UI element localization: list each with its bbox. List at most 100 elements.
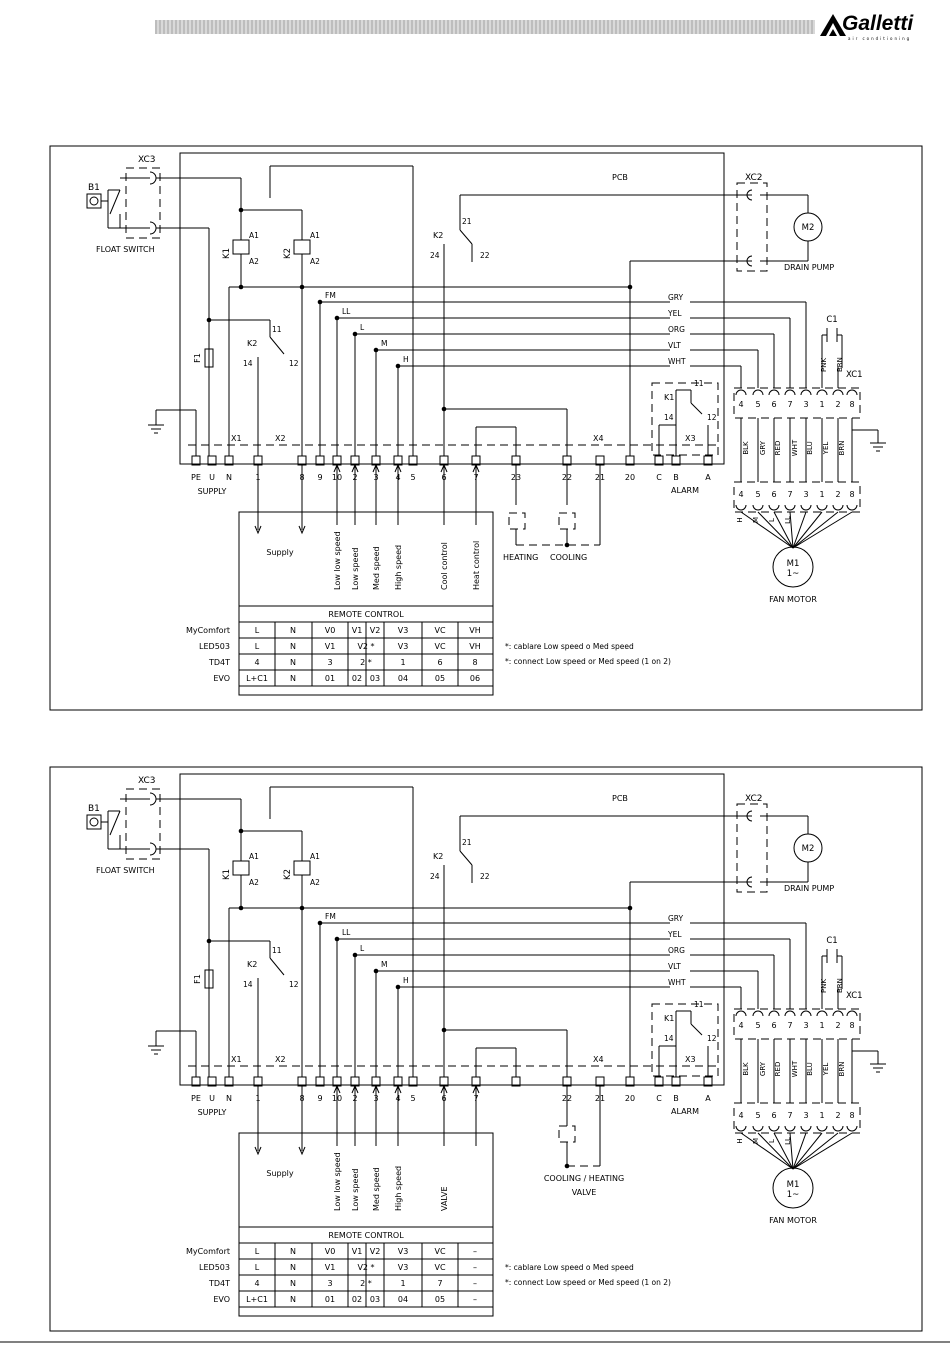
a2-label: A2 — [249, 878, 259, 887]
remote-title: REMOTE CONTROL — [328, 1231, 404, 1240]
cell: 3 — [327, 658, 332, 667]
xc1-lower-pin-5: 5 — [755, 1111, 760, 1120]
junction-dot — [564, 1163, 570, 1169]
row-TD4T: TD4T — [208, 658, 230, 667]
float-icon — [89, 817, 99, 827]
k1-coil — [232, 860, 250, 876]
xc1-socket — [735, 504, 747, 511]
xc1-lower — [733, 481, 861, 513]
xc3-pin-1 — [120, 171, 157, 185]
float-switch-label: FLOAT SWITCH — [96, 866, 155, 875]
wire-color-WHT: WHT — [668, 357, 686, 366]
note-it: *: cablare Low speed o Med speed — [505, 642, 634, 651]
motor-wire-YEL: YEL — [822, 442, 830, 456]
wire — [789, 511, 794, 549]
relay-blade — [269, 957, 285, 976]
f1-label: F1 — [193, 353, 202, 363]
cell: 01 — [325, 674, 335, 683]
xc1-lower-pin-7: 7 — [787, 1111, 792, 1120]
galletti-logo-icon — [820, 14, 846, 36]
xc1-socket — [832, 1125, 844, 1132]
xc2-connector — [736, 803, 768, 893]
xc2-label: XC2 — [745, 173, 763, 183]
junction-dot — [299, 905, 305, 911]
wire — [789, 1132, 794, 1170]
remote-col-5: Cool control — [440, 542, 449, 590]
terminal-box — [625, 455, 635, 466]
xc1-socket — [816, 1125, 828, 1132]
junction-dot — [441, 1027, 447, 1033]
xc1-lower-pin-1: 1 — [819, 1111, 824, 1120]
k2-blade — [459, 229, 473, 245]
cell: – — [473, 1247, 477, 1256]
a2-label: A2 — [310, 257, 320, 266]
wire — [792, 511, 807, 549]
xc1-socket — [846, 1010, 858, 1017]
terminal-9: 9 — [317, 473, 322, 482]
fan-motor-icon — [772, 546, 814, 588]
motor-speed-L: L — [768, 518, 776, 522]
terminal-5: 5 — [410, 473, 415, 482]
cell: V0 — [325, 626, 336, 635]
wire — [792, 511, 839, 549]
terminal-N: N — [226, 1094, 232, 1103]
junction-dot — [395, 984, 401, 990]
motor-speed-H: H — [736, 1138, 744, 1143]
terminal-A: A — [705, 473, 711, 482]
xc1-socket — [752, 1010, 764, 1017]
arrow-up — [333, 1084, 341, 1094]
fan-motor-label: FAN MOTOR — [769, 1216, 817, 1225]
row-EVO: EVO — [213, 1295, 230, 1304]
alarm-14: 14 — [664, 1034, 674, 1043]
xc3-label: XC3 — [138, 776, 156, 786]
pcb-label: PCB — [612, 794, 628, 803]
k2-coil — [293, 860, 311, 876]
terminal-box — [315, 455, 325, 466]
alarm-blade — [690, 402, 703, 415]
terminal-box — [408, 455, 418, 466]
xc1-socket — [846, 504, 858, 511]
arrow-up — [372, 1084, 380, 1094]
junction-dot — [238, 905, 244, 911]
cell: VC — [434, 642, 445, 651]
xc2-connector — [736, 182, 768, 272]
xc2-pin-1 — [740, 810, 753, 822]
heating-valve — [508, 512, 526, 530]
diagram-frame — [49, 145, 923, 711]
motor-speed-L: L — [768, 1139, 776, 1143]
xc1-socket — [768, 504, 780, 511]
xc1-socket — [784, 1010, 796, 1017]
k2-blade — [459, 850, 473, 866]
xc1-pin-7: 7 — [787, 400, 792, 409]
cell: 02 — [352, 674, 362, 683]
cell: L+C1 — [246, 1295, 268, 1304]
m1-sub: 1~ — [787, 569, 800, 579]
xc1-pin-6: 6 — [771, 400, 776, 409]
arrow-up — [351, 463, 359, 473]
cell: 02 — [352, 1295, 362, 1304]
junction-dot — [238, 828, 244, 834]
valve-label-2: VALVE — [572, 1188, 597, 1197]
x3-label: X3 — [685, 1055, 696, 1064]
junction-dot — [334, 936, 340, 942]
supply-column: Supply — [266, 1169, 294, 1178]
cell: N — [290, 1279, 296, 1288]
terminal-box — [207, 455, 217, 466]
xc1-lower — [733, 1102, 861, 1134]
motor-speed-LL: LL — [784, 516, 792, 524]
relay-14: 14 — [243, 980, 253, 989]
xc1-socket — [832, 504, 844, 511]
b1-box — [86, 193, 102, 209]
junction-dot — [373, 968, 379, 974]
wire-color-VLT: VLT — [668, 962, 681, 971]
cooling-label: COOLING — [550, 553, 587, 562]
remote-col-3: Med speed — [372, 1167, 381, 1211]
k1-label: K1 — [222, 869, 232, 880]
junction-dot — [373, 347, 379, 353]
x2-label: X2 — [275, 1055, 286, 1064]
terminal-9: 9 — [317, 1094, 322, 1103]
arrow-down — [298, 525, 306, 535]
fan-motor-icon — [772, 1167, 814, 1209]
cell: VC — [434, 1263, 445, 1272]
